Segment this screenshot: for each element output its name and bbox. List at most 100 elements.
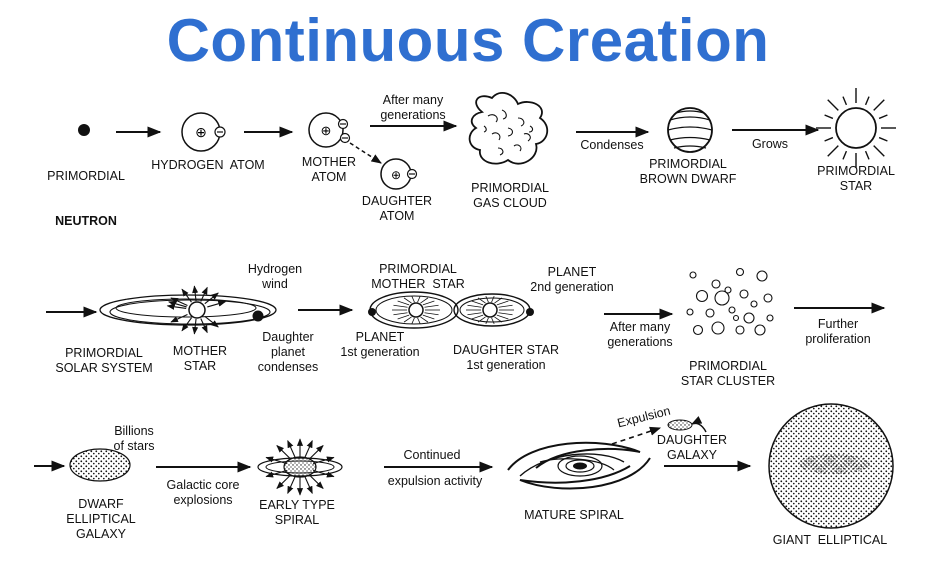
label-mother-atom: MOTHER ATOM bbox=[301, 155, 357, 184]
label-primordial-solar-system: PRIMORDIAL SOLAR SYSTEM bbox=[55, 346, 153, 375]
explosion-arrow bbox=[308, 474, 324, 489]
label-giant-elliptical: GIANT ELLIPTICAL bbox=[772, 533, 888, 547]
star-ray bbox=[417, 296, 421, 303]
sun-ray bbox=[827, 99, 839, 111]
wind-arrow bbox=[192, 318, 199, 335]
cluster-star bbox=[686, 308, 694, 316]
cluster-star bbox=[728, 306, 736, 314]
star-ray bbox=[485, 317, 489, 324]
star-ray bbox=[498, 312, 513, 316]
label-early-type-spiral: EARLY TYPE SPIRAL bbox=[259, 498, 335, 527]
star-ray bbox=[491, 317, 495, 324]
label-daughter-galaxy: DAUGHTER GALAXY bbox=[656, 433, 728, 462]
label-expulsion-activity: expulsion activity bbox=[387, 474, 483, 488]
mother-atom-icon: ⊕ bbox=[308, 112, 351, 148]
sun-ray bbox=[878, 114, 888, 120]
explosion-arrow bbox=[304, 439, 313, 458]
label-mother-star: MOTHER STAR bbox=[172, 344, 228, 373]
label-condenses: Condenses bbox=[580, 138, 644, 152]
explosion-arrow bbox=[312, 469, 335, 478]
daughter-atom-icon: ⊕ bbox=[380, 158, 418, 190]
sun-ray bbox=[864, 96, 870, 106]
label-primordial-star-cluster: PRIMORDIAL STAR CLUSTER bbox=[680, 359, 776, 388]
star-ray bbox=[494, 297, 503, 304]
label-primordial-neutron-line2: NEUTRON bbox=[55, 214, 117, 228]
mature-spiral-icon bbox=[507, 441, 651, 490]
star-ray bbox=[477, 297, 486, 304]
label-daughter-atom: DAUGHTER ATOM bbox=[361, 194, 433, 223]
cluster-star bbox=[711, 321, 725, 335]
label-galactic-core-explosions: Galactic core explosions bbox=[166, 478, 240, 507]
cluster-star bbox=[766, 314, 774, 322]
star-ray bbox=[422, 300, 435, 306]
star-ray bbox=[417, 317, 421, 324]
svg-text:⊕: ⊕ bbox=[321, 123, 332, 138]
sun-ray bbox=[842, 150, 848, 160]
hydrogen-atom-icon: ⊕ bbox=[181, 112, 226, 152]
early-type-spiral-icon bbox=[257, 438, 343, 496]
label-primordial-mother-star: PRIMORDIAL MOTHER STAR bbox=[371, 262, 465, 291]
wind-arrow bbox=[192, 285, 199, 302]
label-dwarf-elliptical-galaxy: DWARF ELLIPTICAL GALAXY bbox=[66, 497, 136, 541]
sun-ray bbox=[827, 145, 839, 157]
star-ray bbox=[491, 296, 495, 303]
label-after-many-generations-1: After many generations bbox=[380, 93, 446, 122]
explosion-arrow bbox=[276, 445, 292, 460]
cluster-star bbox=[692, 324, 704, 336]
star-ray bbox=[403, 316, 412, 323]
daughter-galaxy-pointer bbox=[691, 416, 707, 433]
star-ray bbox=[467, 304, 482, 308]
cluster-star bbox=[735, 325, 745, 335]
wind-arrow bbox=[170, 297, 188, 307]
label-primordial-neutron-line1: PRIMORDIAL bbox=[47, 169, 125, 183]
star-cluster-icon bbox=[686, 267, 774, 336]
cluster-star bbox=[754, 324, 766, 336]
label-after-many-generations-2: After many generations bbox=[607, 320, 673, 349]
primordial-star-icon bbox=[816, 88, 896, 168]
wind-arrow bbox=[200, 286, 208, 302]
star-ray bbox=[397, 300, 410, 306]
label-grows: Grows bbox=[751, 137, 789, 151]
wind-arrow bbox=[181, 317, 192, 332]
explosion-arrow bbox=[312, 456, 335, 465]
arrow-mother-to-daughter-atom bbox=[349, 142, 382, 164]
wind-arrow bbox=[168, 300, 187, 308]
page-title: Continuous Creation bbox=[166, 7, 770, 74]
label-continued: Continued bbox=[403, 448, 461, 462]
label-primordial-gas-cloud: PRIMORDIAL GAS CLOUD bbox=[471, 181, 549, 210]
star-ray bbox=[422, 314, 435, 320]
cluster-star bbox=[705, 308, 715, 318]
explosion-arrow bbox=[265, 469, 288, 478]
explosion-arrow bbox=[276, 474, 292, 489]
star-ray bbox=[467, 312, 482, 316]
cluster-star bbox=[732, 314, 740, 322]
star-ray bbox=[471, 314, 484, 320]
label-primordial-star: PRIMORDIAL STAR bbox=[817, 164, 895, 193]
sun-ray bbox=[842, 96, 848, 106]
star-ray bbox=[424, 304, 439, 308]
cluster-star bbox=[743, 312, 755, 324]
cluster-star bbox=[695, 289, 709, 303]
cluster-star bbox=[756, 270, 768, 282]
wind-arrow bbox=[204, 292, 219, 305]
primordial-neutron-dot bbox=[78, 124, 90, 136]
label-primordial-brown-dwarf: PRIMORDIAL BROWN DWARF bbox=[639, 157, 737, 186]
star-ray bbox=[494, 316, 503, 323]
sun-ray bbox=[878, 136, 888, 142]
label-billions-of-stars: Billions of stars bbox=[113, 424, 155, 453]
cluster-star bbox=[750, 300, 758, 308]
sun-ray bbox=[873, 145, 885, 157]
star-ray bbox=[393, 304, 408, 308]
label-hydrogen-wind: Hydrogen wind bbox=[247, 262, 303, 291]
binary-star-icon bbox=[368, 291, 534, 329]
sun-ray bbox=[873, 99, 885, 111]
star-ray bbox=[420, 297, 429, 304]
explosion-arrow bbox=[287, 476, 296, 495]
star-ray bbox=[420, 316, 429, 323]
sun-ray bbox=[824, 136, 834, 142]
brown-dwarf-icon bbox=[667, 107, 713, 153]
star-ray bbox=[496, 314, 509, 320]
svg-text:⊕: ⊕ bbox=[391, 168, 401, 182]
